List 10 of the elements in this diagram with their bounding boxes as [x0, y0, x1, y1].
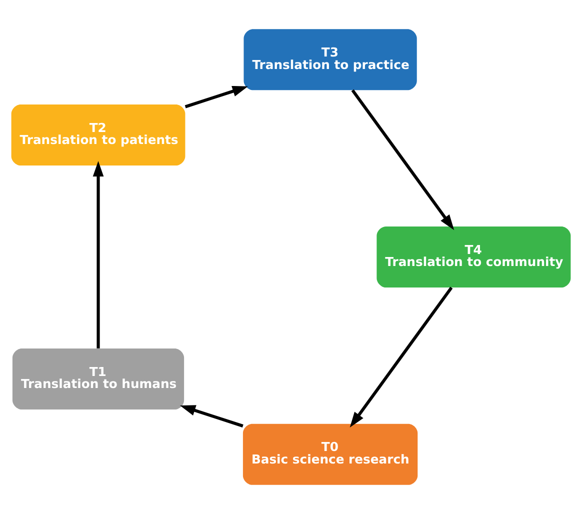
arrow: [351, 89, 454, 230]
arrow: [180, 405, 244, 428]
node-box: T2 Translation to patients: [11, 104, 186, 166]
arrow: [184, 86, 248, 108]
arrow: [350, 286, 453, 428]
node-box: T4 Translation to community: [376, 226, 571, 288]
node-box: T3 Translation to practice: [244, 29, 417, 90]
node-box: T1 Translation to humans: [12, 348, 184, 410]
arrow: [92, 161, 104, 348]
node-box: T0 Basic science research: [242, 424, 418, 485]
